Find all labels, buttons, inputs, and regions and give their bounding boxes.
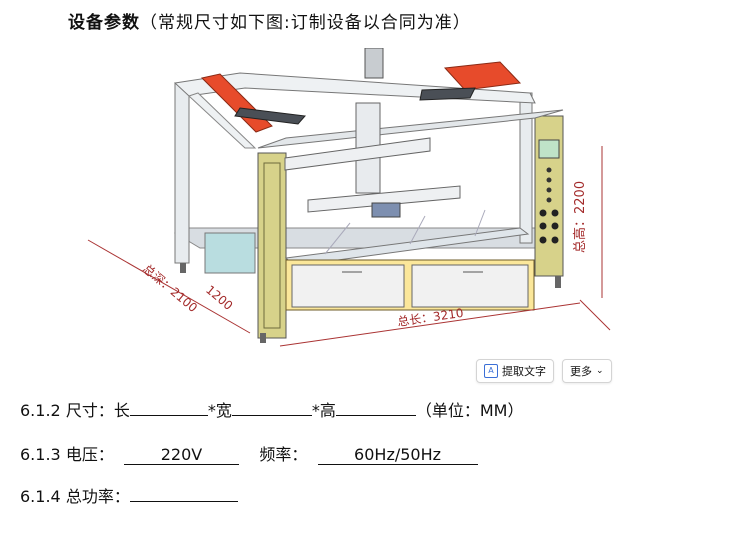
height-blank[interactable]: [335, 397, 416, 416]
more-label: 更多: [570, 365, 592, 378]
extract-text-button[interactable]: A 提取文字: [476, 359, 554, 383]
dim-depth-label: 总深：2100: [140, 262, 200, 316]
length-blank[interactable]: [129, 397, 208, 416]
spec-size-number: 6.1.2: [20, 401, 61, 420]
more-button[interactable]: 更多 ⌄: [562, 359, 612, 383]
dim-height-label: 总高：2200: [572, 181, 588, 253]
spec-frequency-label: 频率：: [259, 445, 308, 464]
equipment-drawing: 总高：2200 总深：2100 1200 总长：3210: [87, 48, 611, 347]
spec-height-label: *高: [311, 401, 336, 420]
spec-power-label: 总功率：: [65, 487, 130, 506]
spec-voltage-label: 电压：: [65, 445, 114, 464]
spec-size-label: 尺寸：长: [65, 401, 130, 420]
power-blank[interactable]: [129, 483, 238, 502]
spec-voltage-row: 6.1.3 电压： 220V 频率： 60Hz/50Hz: [20, 441, 478, 465]
spec-size-row: 6.1.2 尺寸：长 *宽 *高 （单位：MM）: [20, 397, 523, 421]
spec-power-number: 6.1.4: [20, 487, 61, 506]
spec-width-label: *宽: [207, 401, 232, 420]
spec-unit-label: （单位：MM）: [415, 401, 524, 420]
width-blank[interactable]: [231, 397, 312, 416]
spec-voltage-number: 6.1.3: [20, 445, 61, 464]
image-toolbar: A 提取文字 更多 ⌄: [476, 359, 612, 383]
section-title: 设备参数（常规尺寸如下图:订制设备以合同为准）: [68, 8, 471, 33]
section-title-bold: 设备参数: [68, 13, 140, 33]
voltage-value: 220V: [124, 445, 239, 465]
spec-power-row: 6.1.4 总功率：: [20, 483, 238, 507]
chevron-down-icon: ⌄: [596, 366, 604, 376]
section-title-rest: （常规尺寸如下图:订制设备以合同为准）: [140, 13, 471, 33]
frequency-value: 60Hz/50Hz: [317, 445, 478, 465]
text-scan-icon: A: [484, 364, 498, 378]
extract-text-label: 提取文字: [502, 365, 546, 378]
